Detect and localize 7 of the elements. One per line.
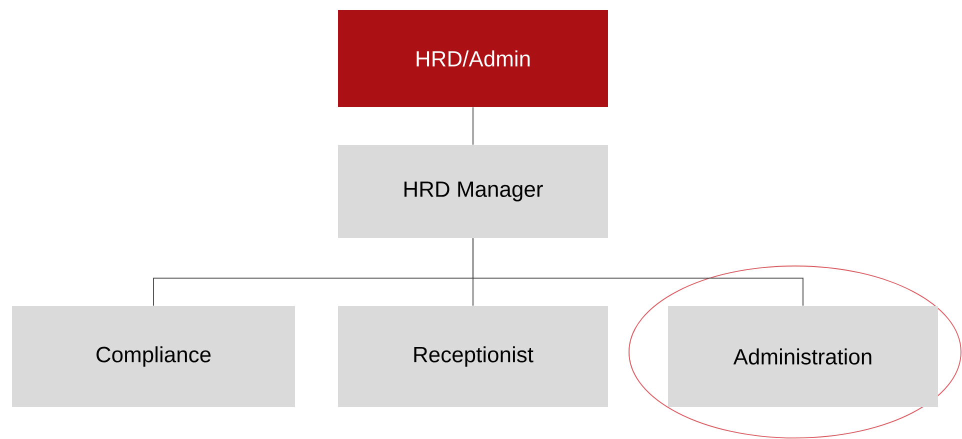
title-box: HRD/Admin xyxy=(338,10,608,107)
connector-line xyxy=(472,106,474,146)
connector-line xyxy=(472,238,804,306)
org-box: Compliance xyxy=(12,306,295,407)
org-box: HRD Manager xyxy=(338,145,608,238)
org-box: Administration xyxy=(668,306,938,407)
org-box: Receptionist xyxy=(338,306,608,407)
